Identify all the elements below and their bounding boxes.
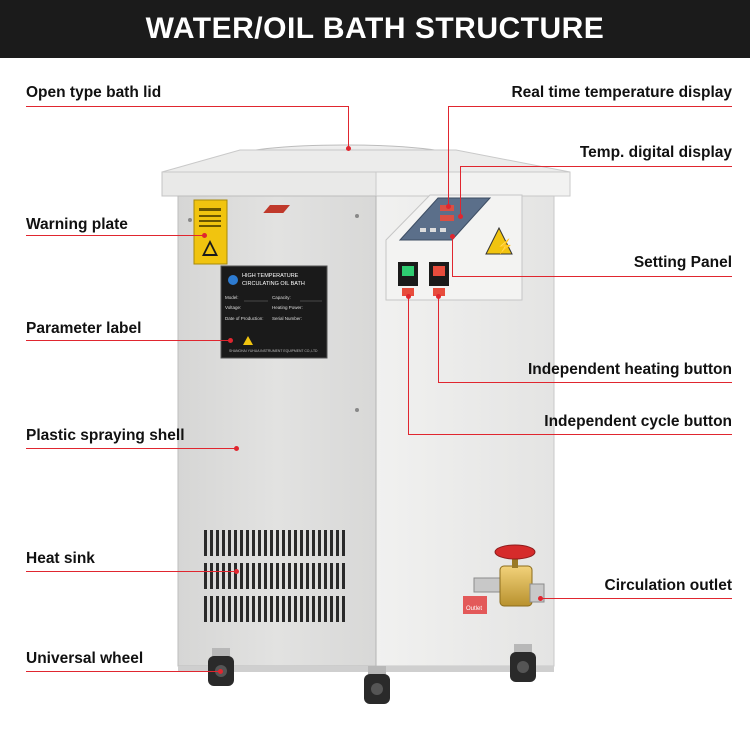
digital-display-top	[263, 205, 290, 213]
nameplate-heading-1: HIGH TEMPERATURE	[242, 273, 299, 279]
page-title: WATER/OIL BATH STRUCTURE	[145, 12, 605, 45]
outlet-tag	[463, 596, 487, 614]
label-heat-sink: Heat sink	[26, 550, 95, 567]
label-cycle-button: Independent cycle button	[544, 413, 732, 430]
label-circulation-outlet: Circulation outlet	[604, 577, 732, 594]
nameplate-capacity: Capacity:	[272, 295, 291, 300]
label-temp-digital-display: Temp. digital display	[579, 144, 732, 161]
label-universal-wheel: Universal wheel	[26, 650, 144, 667]
valve-handwheel	[494, 544, 536, 560]
nameplate-heating-power: Heating Power:	[272, 305, 303, 310]
parameter-nameplate	[220, 265, 328, 359]
label-warning-plate: Warning plate	[26, 216, 128, 233]
heat-sink-vents	[204, 530, 345, 622]
svg-text:⚡: ⚡	[496, 238, 513, 255]
nameplate-serial: Serial Number:	[272, 316, 302, 321]
label-bath-lid: Open type bath lid	[26, 84, 162, 101]
nameplate-model: Model:	[225, 295, 239, 300]
label-realtime-display: Real time temperature display	[511, 84, 732, 101]
wheel-right	[510, 644, 536, 682]
nameplate-heading-2: CIRCULATING OIL BATH	[242, 281, 305, 287]
label-setting-panel: Setting Panel	[633, 254, 732, 271]
label-parameter-label: Parameter label	[26, 320, 142, 337]
nameplate-date: Date of Production:	[225, 316, 264, 321]
outlet-tag-text: Outlet	[466, 606, 482, 612]
label-heating-button: Independent heating button	[527, 361, 732, 378]
nameplate-voltage: Voltage:	[225, 305, 241, 310]
brass-valve	[499, 565, 533, 607]
nameplate-maker: SHANGHAI YUHUA INSTRUMENT EQUIPMENT CO.,…	[229, 349, 318, 353]
title-banner	[0, 0, 750, 58]
wheel-middle	[364, 666, 390, 704]
label-plastic-shell: Plastic spraying shell	[26, 427, 185, 444]
